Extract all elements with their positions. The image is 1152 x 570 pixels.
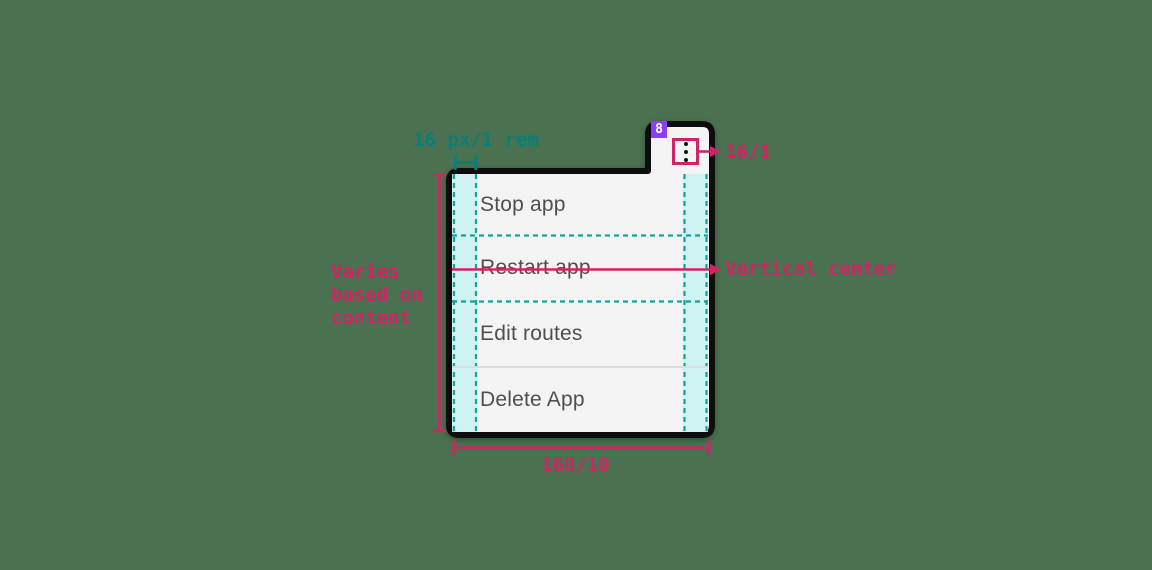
- overflow-menu-icon-measure-box: [672, 138, 699, 165]
- height-measure-label: Varies based on content: [331, 261, 423, 329]
- menu-item-delete-app[interactable]: Delete App: [452, 367, 709, 432]
- icon-measure-arrowhead: [710, 146, 721, 157]
- vertical-center-arrowhead: [710, 263, 721, 276]
- icon-measure-label: 16/1: [725, 141, 771, 163]
- overflow-menu-icon: [683, 157, 688, 162]
- annotation-badge: 8: [651, 121, 667, 138]
- vertical-center-label: Vertical center: [725, 258, 897, 280]
- overflow-menu-icon: [683, 141, 688, 146]
- overflow-menu-icon: [683, 149, 688, 154]
- padding-measure-label: 16 px/1 rem: [413, 129, 539, 151]
- menu-item-edit-routes[interactable]: Edit routes: [452, 301, 709, 367]
- menu-item-label: Delete App: [480, 387, 585, 411]
- menu-item-label: Edit routes: [480, 322, 583, 345]
- padding-measure-bracket: [453, 155, 478, 170]
- width-measure-label: 160/10: [541, 454, 610, 476]
- menu-item-restart-app[interactable]: Restart app: [452, 235, 709, 301]
- menu-item-label: Restart app: [480, 256, 591, 279]
- overflow-menu-list: Stop app Restart app Edit routes Delete …: [452, 174, 709, 432]
- menu-item-label: Stop app: [480, 192, 566, 216]
- menu-item-stop-app[interactable]: Stop app: [452, 174, 709, 235]
